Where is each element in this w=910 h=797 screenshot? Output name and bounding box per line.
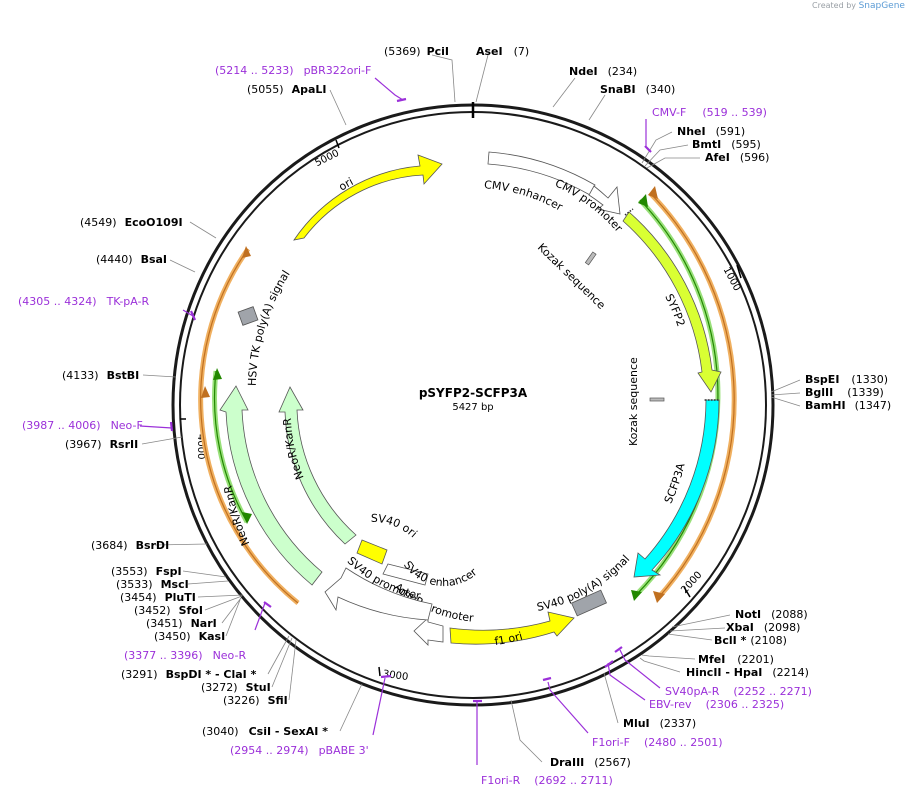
feature-scfp3a[interactable]: SCFP3A: [633, 399, 720, 578]
primer-f1ori-f[interactable]: F1ori-F(2480 .. 2501): [592, 736, 723, 749]
feature-label-sv40-ori: SV40 ori: [371, 512, 420, 541]
enzyme-asei[interactable]: AseI(7): [476, 45, 529, 58]
feature-kozak-2[interactable]: Kozak sequence: [627, 357, 665, 446]
feature-label-kozak-2: Kozak sequence: [627, 357, 640, 446]
enzyme-fspi[interactable]: (3553)FspI: [111, 565, 182, 578]
feature-ori[interactable]: ori: [293, 154, 443, 241]
enzyme-bspei[interactable]: BspEI(1330): [805, 373, 888, 386]
enzyme-stui[interactable]: (3272)StuI: [201, 681, 271, 694]
credit-prefix: Created by: [812, 1, 857, 10]
enzyme-bmti[interactable]: BmtI(595): [692, 138, 761, 151]
primer-pbr322ori-f[interactable]: (5214 .. 5233)pBR322ori-F: [215, 64, 371, 77]
feature-sv40-promoter[interactable]: SV40 promoter: [324, 554, 433, 621]
enzyme-snabi[interactable]: SnaBI(340): [600, 83, 675, 96]
enzyme-nari[interactable]: (3451)NarI: [146, 617, 217, 630]
enzyme-bsai[interactable]: (4440)BsaI: [96, 253, 167, 266]
enzyme-sfoi[interactable]: (3452)SfoI: [134, 604, 203, 617]
enzyme-nhei[interactable]: NheI(591): [677, 125, 745, 138]
enzyme-mfei[interactable]: MfeI(2201): [698, 653, 774, 666]
enzyme-ndei[interactable]: NdeI(234): [569, 65, 637, 78]
orf-arcs: [198, 191, 737, 605]
enzyme-draiii[interactable]: DraIII(2567): [550, 756, 631, 769]
enzyme-ecoo109i[interactable]: (4549)EcoO109I: [80, 216, 183, 229]
primer-pbabe3[interactable]: (2954 .. 2974)pBABE 3': [230, 744, 369, 757]
tick-2000: 2000: [679, 570, 704, 596]
enzyme-bamhi[interactable]: BamHI(1347): [805, 399, 891, 412]
enzyme-xbai[interactable]: XbaI(2098): [726, 621, 800, 634]
primer-neo-r[interactable]: (3377 .. 3396)Neo-R: [124, 649, 246, 662]
enzyme-kasi[interactable]: (3450)KasI: [154, 630, 225, 643]
feature-neor-inner[interactable]: NeoR/KanR: [278, 386, 357, 545]
feature-label-ori: ori: [336, 175, 355, 194]
enzyme-apali[interactable]: (5055)ApaLI: [247, 83, 327, 96]
orf-arrowheads: [201, 186, 665, 603]
feature-hsv-tk-polya[interactable]: HSV TK poly(A) signal: [237, 268, 293, 386]
enzyme-sfii[interactable]: (3226)SfiI: [223, 694, 288, 707]
enzyme-noti[interactable]: NotI(2088): [735, 608, 808, 621]
primer-ebv-rev[interactable]: EBV-rev(2306 .. 2325): [649, 698, 784, 711]
primer-tk-pa-r[interactable]: (4305 .. 4324)TK-pA-R: [18, 295, 150, 308]
enzyme-msci[interactable]: (3533)MscI: [116, 578, 189, 591]
enzyme-hincii-hpai[interactable]: HincII - HpaI(2214): [686, 666, 809, 679]
enzyme-afei[interactable]: AfeI(596): [705, 151, 769, 164]
enzyme-pluti[interactable]: (3454)PluTI: [120, 591, 196, 604]
feature-kozak-1[interactable]: Kozak sequence: [535, 241, 608, 312]
enzyme-mlui[interactable]: MluI(2337): [623, 717, 696, 730]
primer-labels: (5214 .. 5233)pBR322ori-F CMV-F(519 .. 5…: [18, 64, 812, 787]
enzyme-csii-sexai[interactable]: (3040)CsiI - SexAI *: [202, 725, 328, 738]
enzyme-bstbi[interactable]: (4133)BstBI: [62, 369, 139, 382]
enzyme-bglii[interactable]: BglII(1339): [805, 386, 884, 399]
tick-4000: 4000: [195, 434, 206, 459]
enzyme-rsrii[interactable]: (3967)RsrII: [65, 438, 138, 451]
primer-markers: [139, 77, 661, 765]
enzyme-bcli[interactable]: BclI *(2108): [714, 634, 787, 647]
feature-label-sv40-enhancer: SV40 enhancer: [401, 559, 480, 589]
snapgene-credit: Created by SnapGene: [812, 1, 905, 11]
enzyme-bspdi-clai[interactable]: (3291)BspDI * - ClaI *: [121, 668, 257, 681]
feature-label-hsv-tk-polya: HSV TK poly(A) signal: [246, 268, 293, 386]
enzyme-pcii[interactable]: (5369)PciI: [384, 45, 449, 58]
feature-label-scfp3a: SCFP3A: [662, 461, 688, 505]
feature-label-cmv-enhancer: CMV enhancer: [484, 178, 566, 214]
primer-f1ori-r[interactable]: F1ori-R(2692 .. 2711): [481, 774, 613, 787]
enzyme-labels: (5369)PciI AseI(7) NdeI(234) SnaBI(340) …: [62, 45, 891, 769]
plasmid-size: 5427 bp: [452, 402, 493, 413]
enzyme-leader-lines: [141, 54, 801, 763]
credit-brand: SnapGene: [858, 1, 905, 11]
feature-sv40-ori[interactable]: SV40 ori: [356, 512, 420, 565]
primer-cmv-f[interactable]: CMV-F(519 .. 539): [652, 106, 767, 119]
feature-cmv-enhancer[interactable]: CMV enhancer: [484, 151, 596, 214]
primer-neo-f[interactable]: (3987 .. 4006)Neo-F: [22, 419, 143, 432]
feature-label-kozak-1: Kozak sequence: [535, 241, 608, 312]
feature-sv40-polya[interactable]: SV40 poly(A) signal: [536, 553, 633, 617]
tick-3000: 3000: [382, 669, 409, 683]
plasmid-name: pSYFP2-SCFP3A: [419, 386, 528, 400]
primer-sv40pa-r[interactable]: SV40pA-R(2252 .. 2271): [665, 685, 812, 698]
enzyme-bsrdi[interactable]: (3684)BsrDI: [91, 539, 169, 552]
